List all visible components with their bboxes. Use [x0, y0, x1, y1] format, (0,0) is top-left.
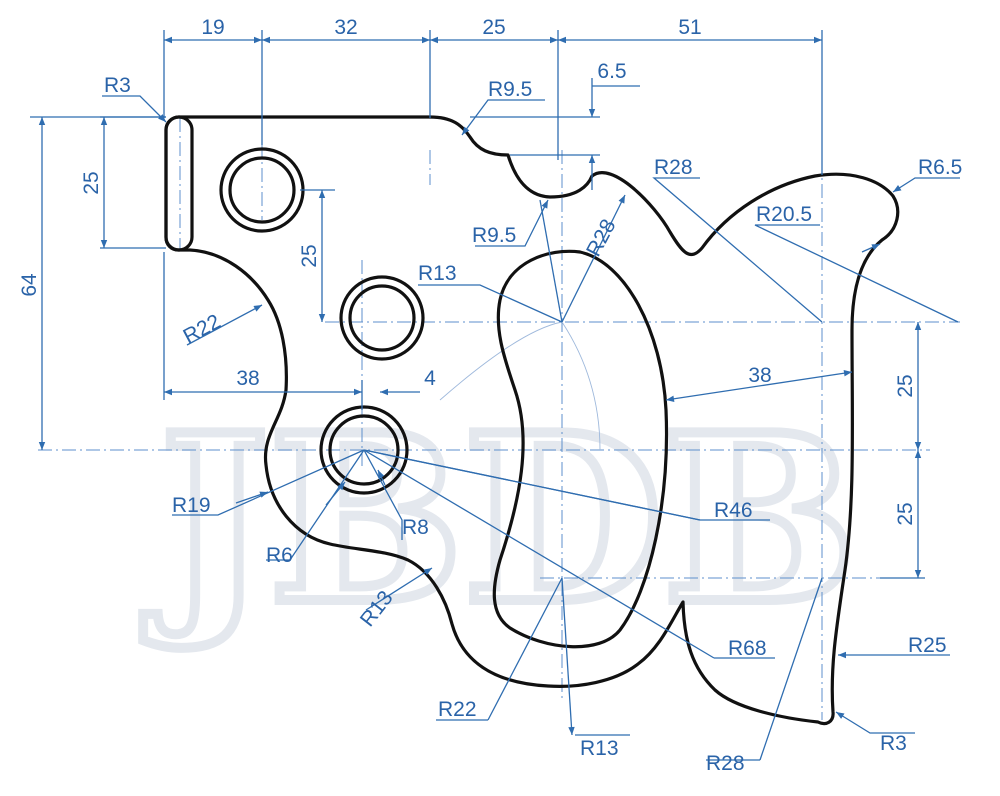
- radius-r13-bottom: R13: [580, 737, 619, 760]
- radius-r22-left: R22: [180, 310, 225, 348]
- dim-top-32: 32: [334, 16, 357, 39]
- hole-top-inner: [228, 156, 296, 224]
- dimension-lines: [38, 36, 922, 578]
- dim-right-25-upper: 25: [894, 374, 917, 397]
- dim-horiz-4: 4: [424, 367, 436, 390]
- dimension-labels: 19 32 25 51 6.5 64 25 25 38 4 38 25 25: [18, 16, 917, 526]
- radius-r3-bottom: R3: [880, 732, 907, 755]
- radius-r46: R46: [714, 499, 753, 522]
- dim-top-51: 51: [678, 16, 701, 39]
- radius-r8: R8: [402, 516, 429, 539]
- hole-bottom-inner: [328, 414, 400, 486]
- dim-top-19: 19: [201, 16, 224, 39]
- dim-mid-25: 25: [298, 244, 321, 267]
- radius-r9-5-mid: R9.5: [472, 224, 516, 247]
- dim-top-25: 25: [482, 16, 505, 39]
- radius-r9-5-top: R9.5: [488, 78, 532, 101]
- radius-r22-bottom: R22: [438, 698, 477, 721]
- dim-left-64: 64: [18, 273, 41, 297]
- leader-lines: [102, 95, 960, 761]
- hole-middle-outer: [339, 275, 425, 361]
- hole-bottom: [319, 405, 409, 495]
- radius-r13-upper: R13: [418, 262, 457, 285]
- dim-left-25: 25: [80, 171, 103, 194]
- dim-slot-38: 38: [748, 364, 771, 387]
- radius-r20-5: R20.5: [756, 203, 812, 226]
- radius-r28-top: R28: [654, 156, 693, 179]
- dim-top-6-5: 6.5: [597, 60, 626, 83]
- dim-right-25-lower: 25: [894, 502, 917, 525]
- radius-r3-top: R3: [104, 74, 131, 97]
- extension-lines: [30, 30, 925, 579]
- radius-r25: R25: [908, 634, 947, 657]
- dim-horiz-38: 38: [236, 367, 259, 390]
- kidney-slot: [492, 249, 669, 649]
- radius-r28-bottom: R28: [706, 752, 745, 775]
- radius-r68: R68: [728, 637, 767, 660]
- left-slot: [164, 115, 194, 252]
- radius-r6-5: R6.5: [918, 156, 962, 179]
- radius-r28-mid: R28: [582, 216, 620, 261]
- hole-bottom-outer: [319, 405, 409, 495]
- hole-middle-inner: [348, 284, 416, 352]
- radius-r6: R6: [266, 544, 293, 567]
- radius-r19: R19: [172, 494, 211, 517]
- hole-middle: [339, 275, 425, 361]
